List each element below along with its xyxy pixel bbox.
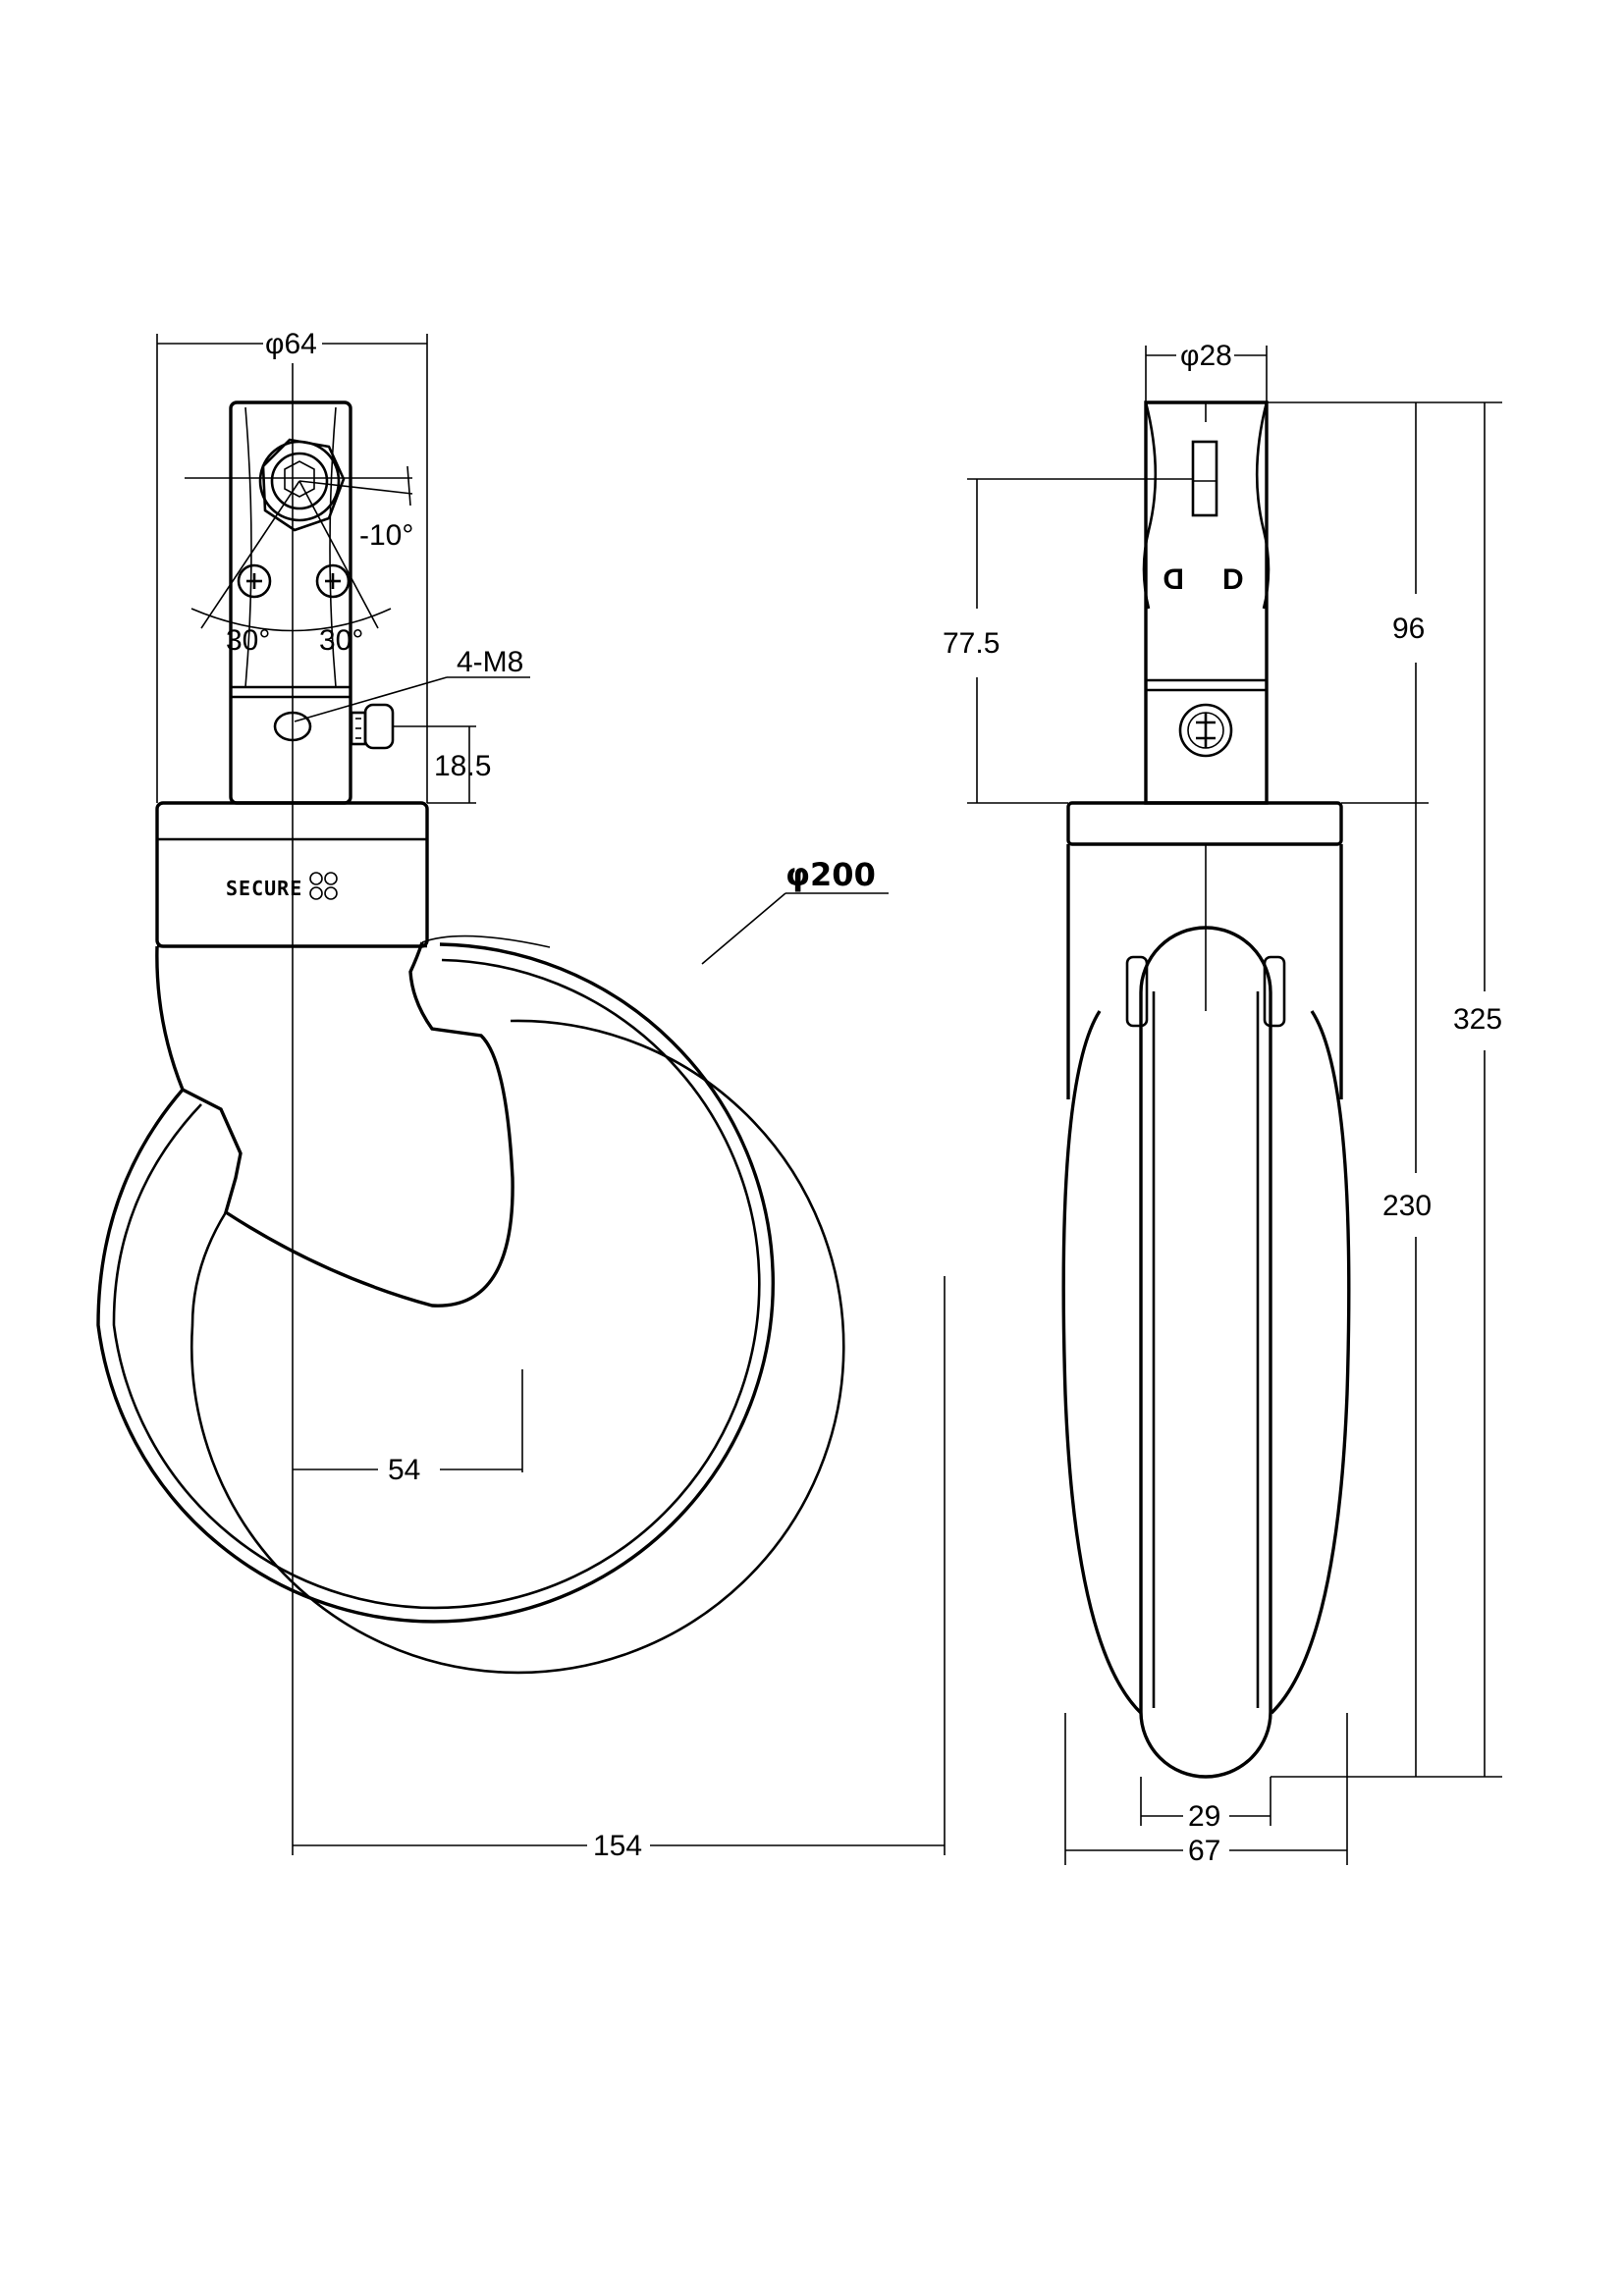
dim-heights: 96 230 325 (1267, 401, 1502, 1778)
front-view: SECURE φ64 -10° 30° 30° (96, 328, 946, 1862)
wheel-side (1061, 926, 1351, 1779)
dim-stem-height-label: 96 (1392, 613, 1425, 645)
brand-text: SECURE (226, 877, 302, 900)
side-stem: D D (1142, 400, 1271, 805)
dim-screw-height: 18.5 (393, 725, 491, 804)
dim-stem-insert: 77.5 (943, 478, 1193, 804)
dim-offset-label: 54 (388, 1454, 420, 1486)
dim-wheel-width: 29 (1140, 1777, 1271, 1833)
dim-total-height-label: 325 (1453, 1003, 1502, 1036)
dim-stem-diameter: φ28 (1145, 340, 1268, 402)
dim-socket-diameter: φ64 (156, 328, 428, 803)
dim-wheel-width-label: 29 (1188, 1800, 1220, 1833)
d-marker-right-icon: D (1222, 563, 1244, 596)
dim-overall-width: 67 (1064, 1713, 1348, 1867)
dim-wheel-diameter-label: φ200 (785, 856, 876, 893)
dim-overall-width-label: 67 (1188, 1835, 1220, 1867)
hex-socket (258, 438, 346, 532)
dim-width-label: 154 (593, 1830, 642, 1862)
dim-body-height-label: 230 (1382, 1190, 1432, 1222)
dim-width: 154 (293, 1276, 946, 1862)
dim-wheel-diameter: φ200 (701, 856, 889, 965)
dim-thread: 4-M8 (294, 646, 530, 722)
dim-screw-angle-left-label: 30° (226, 624, 270, 657)
dim-thread-label: 4-M8 (457, 646, 523, 678)
side-view: D D φ28 (943, 340, 1502, 1867)
side-housing (1066, 801, 1343, 1099)
screw-left-icon (237, 563, 272, 599)
screw-right-icon (315, 563, 351, 599)
dim-socket-diameter-label: φ64 (265, 328, 317, 360)
brand-logo-icon: SECURE (226, 872, 338, 900)
dim-stem-insert-label: 77.5 (943, 627, 1000, 660)
side-screw-icon (1178, 703, 1233, 758)
dim-screw-height-label: 18.5 (434, 750, 491, 782)
dim-screw-angle-right-label: 30° (319, 624, 363, 657)
d-marker-left-icon: D (1163, 563, 1184, 596)
angle-construction-lines (185, 465, 413, 632)
socket-stem (229, 400, 352, 805)
dim-stem-diameter-label: φ28 (1180, 340, 1232, 372)
dim-mount-angle-label: -10° (359, 519, 413, 552)
wheel-front (96, 934, 845, 1675)
dim-offset: 54 (293, 1454, 522, 1486)
